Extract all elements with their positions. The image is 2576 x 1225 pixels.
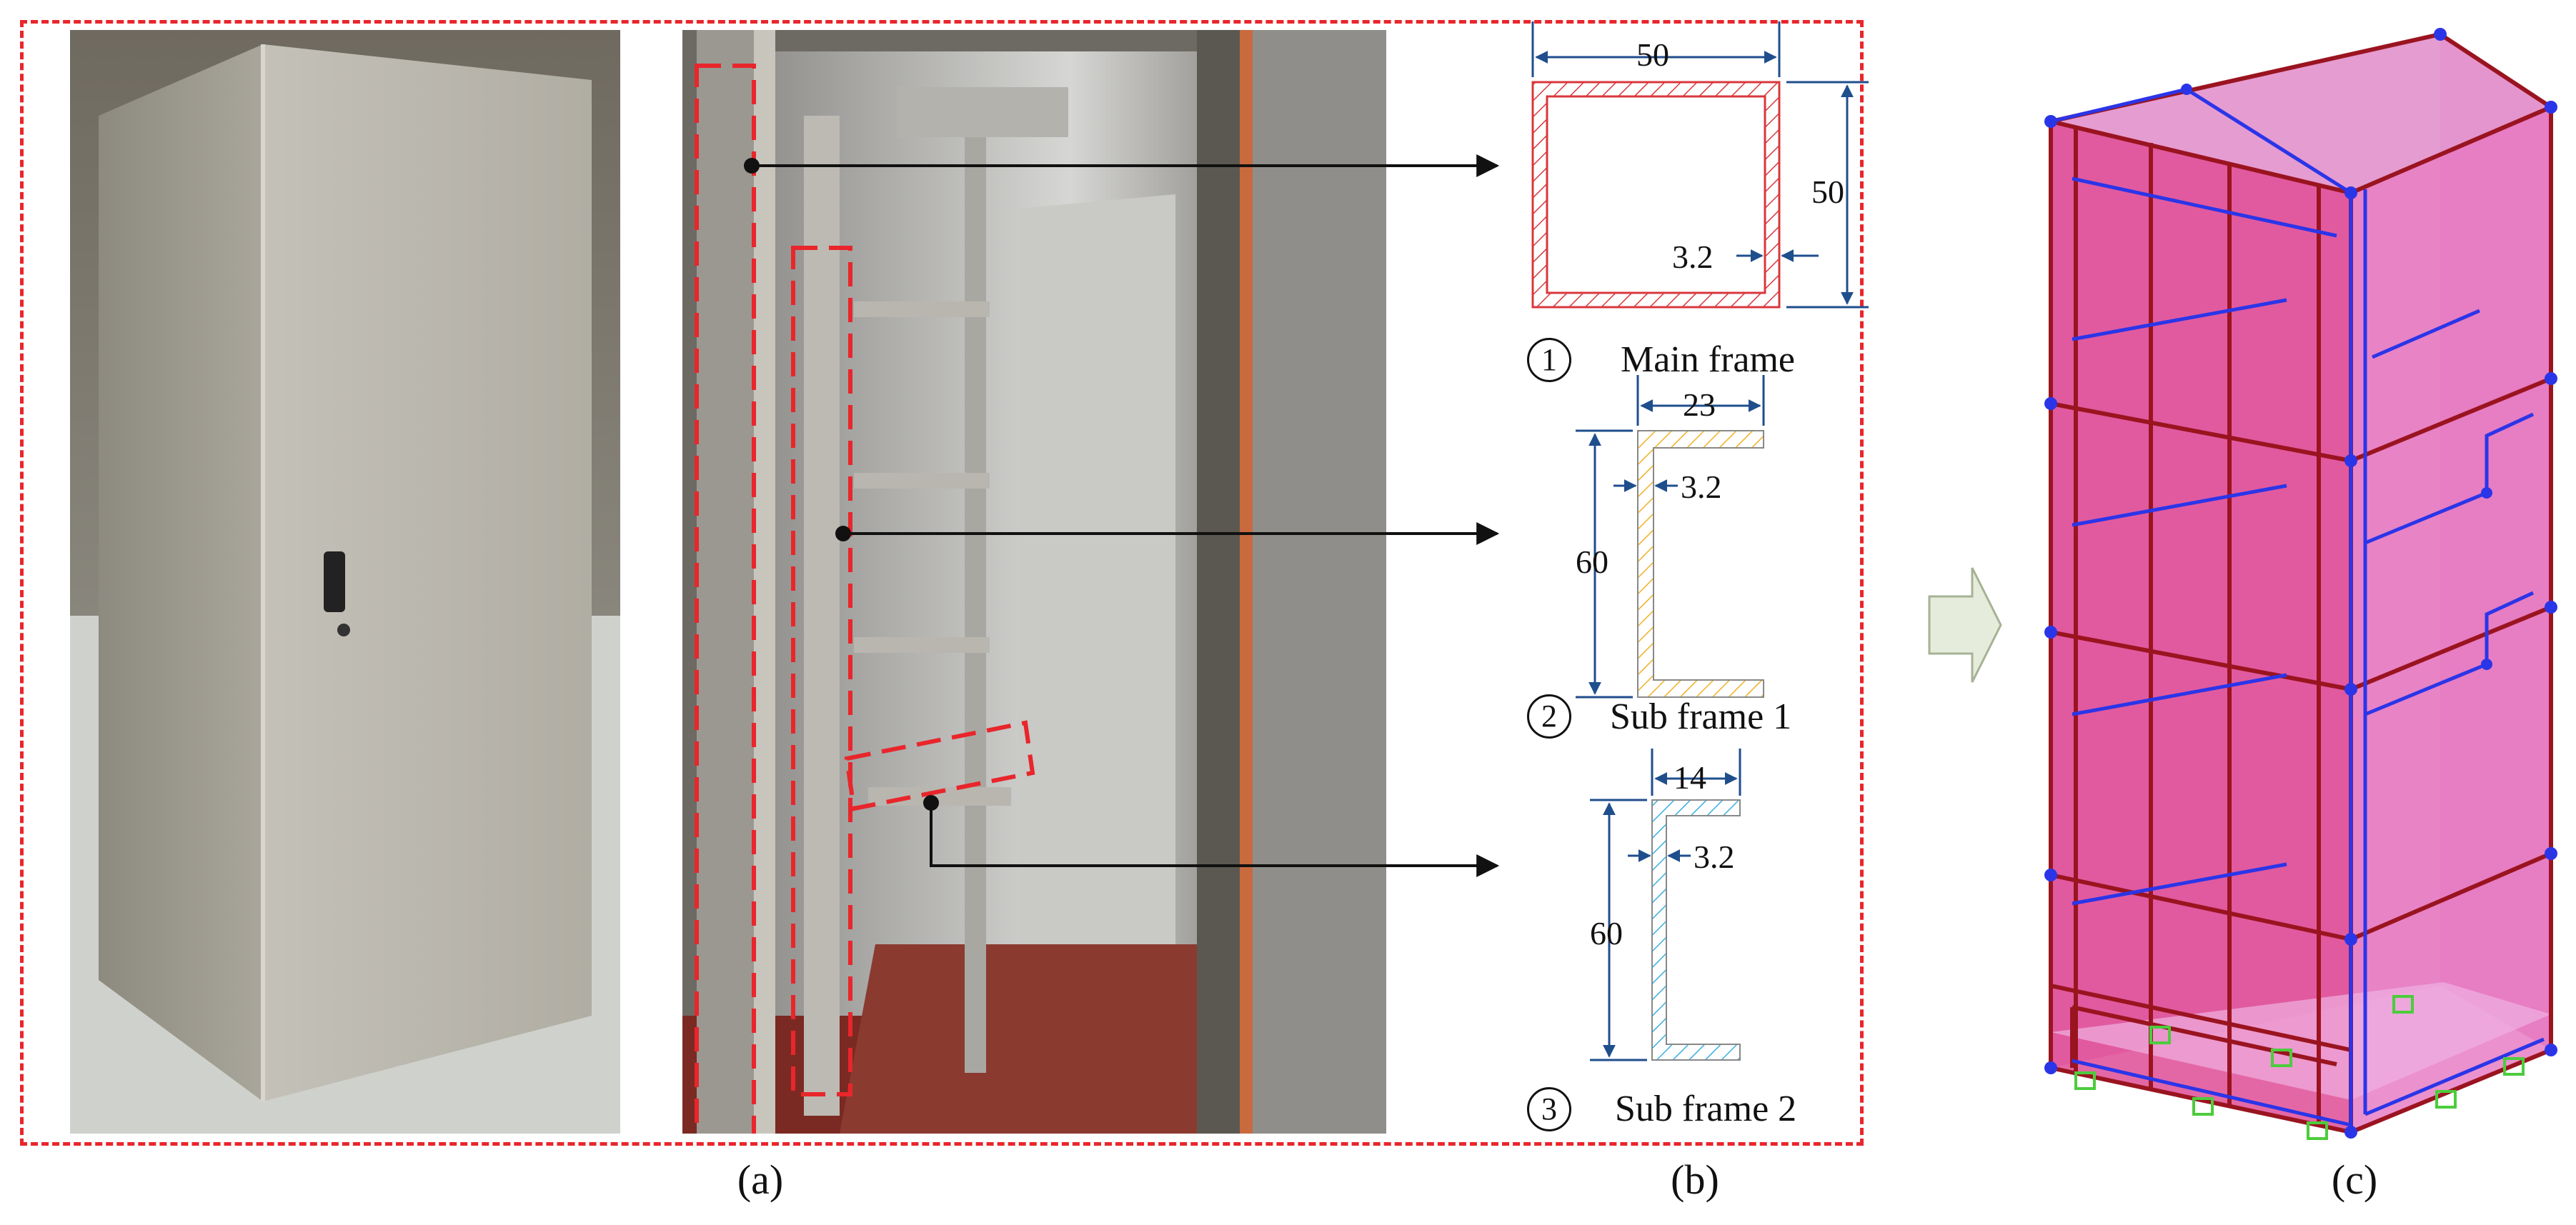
dashed-region-frame	[20, 20, 1864, 1146]
process-arrow	[1928, 567, 2002, 683]
callout-arrow-sub-frame-2	[923, 795, 1500, 877]
open-cabinet-photo	[682, 30, 1386, 1134]
section-3-thickness: 3.2	[1694, 839, 1735, 875]
sub-frame-2-section-drawing	[1590, 749, 1741, 1061]
section-2-thickness: 3.2	[1681, 469, 1722, 505]
caption-b: (b)	[1671, 1156, 1719, 1203]
cabinet-fe-model	[2044, 28, 2557, 1140]
section-2-height: 60	[1576, 544, 1608, 580]
callout-arrow-sub-frame-1	[835, 522, 1500, 545]
main-frame-section-drawing	[1531, 21, 1869, 309]
section-1-name: Main frame	[1621, 339, 1796, 380]
section-1-thickness: 3.2	[1672, 239, 1714, 275]
section-2-number: 2	[1527, 694, 1571, 739]
caption-a: (a)	[737, 1156, 784, 1203]
section-2-width: 23	[1683, 386, 1716, 423]
section-1-width: 50	[1636, 36, 1669, 73]
section-1-number: 1	[1527, 338, 1571, 382]
sub-frame-1-section-drawing	[1576, 375, 1765, 699]
caption-c: (c)	[2331, 1156, 2378, 1203]
section-1-height: 50	[1811, 174, 1844, 210]
section-3-name: Sub frame 2	[1615, 1089, 1797, 1129]
section-3-height: 60	[1590, 915, 1623, 951]
callout-arrow-main-frame	[744, 154, 1500, 177]
section-2-name: Sub frame 1	[1610, 696, 1792, 737]
section-3-number: 3	[1527, 1087, 1571, 1131]
section-3-width: 14	[1674, 759, 1706, 796]
closed-cabinet-photo	[70, 30, 620, 1134]
